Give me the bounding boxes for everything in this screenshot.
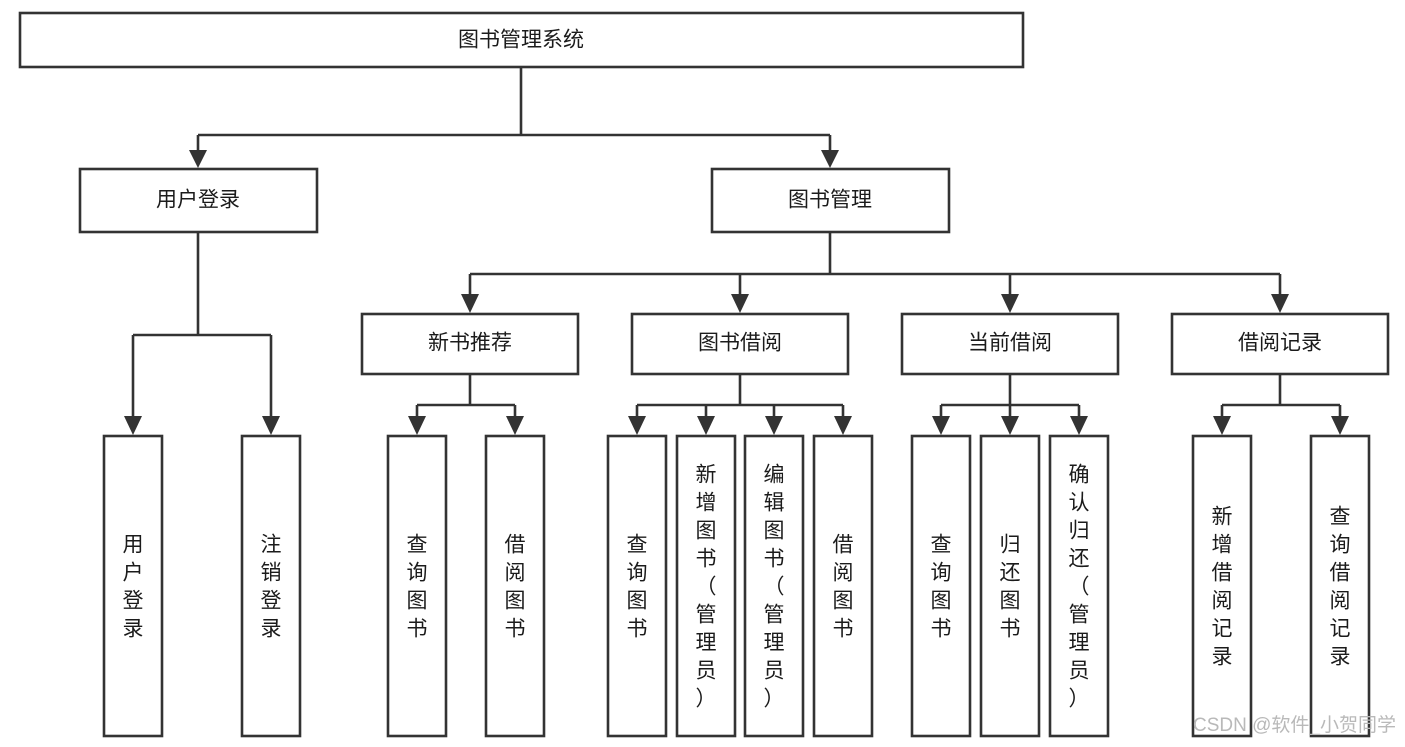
arrow-head-leaf-user-login xyxy=(124,416,142,435)
node-leaf-logout[interactable]: 注销登录 xyxy=(240,434,302,738)
node-leaf-add-record[interactable]: 新增借阅记录 xyxy=(1191,434,1253,738)
node-current-borrow[interactable]: 当前借阅 xyxy=(900,312,1120,376)
arrow-head-book-borrow xyxy=(731,294,749,313)
node-new-book-recommend-box[interactable] xyxy=(360,312,580,376)
node-leaf-query-record-label: 查询借阅记录 xyxy=(1330,506,1351,669)
node-borrow-record-box[interactable] xyxy=(1170,312,1390,376)
node-leaf-logout-box[interactable] xyxy=(240,434,302,738)
node-leaf-add-record-label: 新增借阅记录 xyxy=(1212,506,1233,669)
node-leaf-query-record[interactable]: 查询借阅记录 xyxy=(1309,434,1371,738)
arrow-head-leaf-confirm-return xyxy=(1070,416,1088,435)
arrow-head-user-login xyxy=(189,150,207,168)
arrow-head-leaf-borrow-book-1 xyxy=(506,416,524,435)
node-leaf-query-book-2-label: 查询图书 xyxy=(627,534,648,641)
arrow-head-borrow-record xyxy=(1271,294,1289,313)
node-leaf-confirm-return-label: 确认归还（管理员） xyxy=(1069,464,1090,711)
node-leaf-query-book-3-label: 查询图书 xyxy=(931,534,952,641)
node-leaf-query-book-3[interactable]: 查询图书 xyxy=(910,434,972,738)
arrow-head-leaf-query-record xyxy=(1331,416,1349,435)
node-leaf-query-book-1[interactable]: 查询图书 xyxy=(386,434,448,738)
node-user-login-label: 用户登录 xyxy=(156,189,240,212)
node-leaf-query-book-2-box[interactable] xyxy=(606,434,668,738)
node-leaf-query-book-3-box[interactable] xyxy=(910,434,972,738)
node-leaf-query-book-2[interactable]: 查询图书 xyxy=(606,434,668,738)
node-book-management[interactable]: 图书管理 xyxy=(710,167,951,234)
node-root-box[interactable] xyxy=(18,11,1025,69)
node-leaf-confirm-return-box[interactable] xyxy=(1048,434,1110,738)
node-leaf-return-book[interactable]: 归还图书 xyxy=(979,434,1041,738)
node-current-borrow-label: 当前借阅 xyxy=(968,332,1052,355)
node-root[interactable]: 图书管理系统 xyxy=(18,11,1025,69)
node-leaf-add-book[interactable]: 新增图书（管理员） xyxy=(675,434,737,738)
node-user-login[interactable]: 用户登录 xyxy=(78,167,319,234)
node-current-borrow-box[interactable] xyxy=(900,312,1120,376)
node-leaf-add-record-box[interactable] xyxy=(1191,434,1253,738)
arrow-head-new-book-recommend xyxy=(461,294,479,313)
node-book-management-box[interactable] xyxy=(710,167,951,234)
node-leaf-borrow-book-2[interactable]: 借阅图书 xyxy=(812,434,874,738)
node-leaf-query-book-1-label: 查询图书 xyxy=(407,534,428,641)
node-leaf-user-login-label: 用户登录 xyxy=(123,534,144,641)
node-leaf-borrow-book-1[interactable]: 借阅图书 xyxy=(484,434,546,738)
arrow-head-leaf-add-record xyxy=(1213,416,1231,435)
node-new-book-recommend[interactable]: 新书推荐 xyxy=(360,312,580,376)
node-leaf-borrow-book-1-label: 借阅图书 xyxy=(505,534,526,641)
node-book-borrow[interactable]: 图书借阅 xyxy=(630,312,850,376)
node-borrow-record[interactable]: 借阅记录 xyxy=(1170,312,1390,376)
arrow-head-current-borrow xyxy=(1001,294,1019,313)
node-book-management-label: 图书管理 xyxy=(788,189,872,212)
node-leaf-return-book-label: 归还图书 xyxy=(1000,534,1021,641)
arrow-head-leaf-query-book-1 xyxy=(408,416,426,435)
node-leaf-borrow-book-1-box[interactable] xyxy=(484,434,546,738)
node-leaf-confirm-return[interactable]: 确认归还（管理员） xyxy=(1048,434,1110,738)
node-new-book-recommend-label: 新书推荐 xyxy=(428,332,512,355)
node-leaf-edit-book-label: 编辑图书（管理员） xyxy=(764,464,785,711)
node-root-label: 图书管理系统 xyxy=(458,29,584,52)
arrow-head-leaf-borrow-book-2 xyxy=(834,416,852,435)
arrow-head-leaf-edit-book xyxy=(765,416,783,435)
arrow-head-leaf-add-book xyxy=(697,416,715,435)
connector-layer xyxy=(124,67,1349,435)
node-leaf-edit-book-box[interactable] xyxy=(743,434,805,738)
node-book-borrow-box[interactable] xyxy=(630,312,850,376)
node-leaf-add-book-box[interactable] xyxy=(675,434,737,738)
arrow-head-leaf-return-book xyxy=(1001,416,1019,435)
arrow-head-leaf-query-book-3 xyxy=(932,416,950,435)
node-leaf-edit-book[interactable]: 编辑图书（管理员） xyxy=(743,434,805,738)
node-book-borrow-label: 图书借阅 xyxy=(698,332,782,355)
node-borrow-record-label: 借阅记录 xyxy=(1238,332,1322,355)
node-leaf-borrow-book-2-box[interactable] xyxy=(812,434,874,738)
node-leaf-logout-label: 注销登录 xyxy=(261,534,282,641)
node-leaf-borrow-book-2-label: 借阅图书 xyxy=(833,534,854,641)
node-leaf-user-login-box[interactable] xyxy=(102,434,164,738)
node-leaf-add-book-label: 新增图书（管理员） xyxy=(696,464,717,711)
node-leaf-query-record-box[interactable] xyxy=(1309,434,1371,738)
node-leaf-query-book-1-box[interactable] xyxy=(386,434,448,738)
arrow-head-leaf-query-book-2 xyxy=(628,416,646,435)
node-leaf-user-login[interactable]: 用户登录 xyxy=(102,434,164,738)
watermark-text: CSDN @软件_小贺同学 xyxy=(1193,714,1396,736)
arrow-head-book-management xyxy=(821,150,839,168)
arrow-head-leaf-logout xyxy=(262,416,280,435)
node-user-login-box[interactable] xyxy=(78,167,319,234)
node-leaf-return-book-box[interactable] xyxy=(979,434,1041,738)
